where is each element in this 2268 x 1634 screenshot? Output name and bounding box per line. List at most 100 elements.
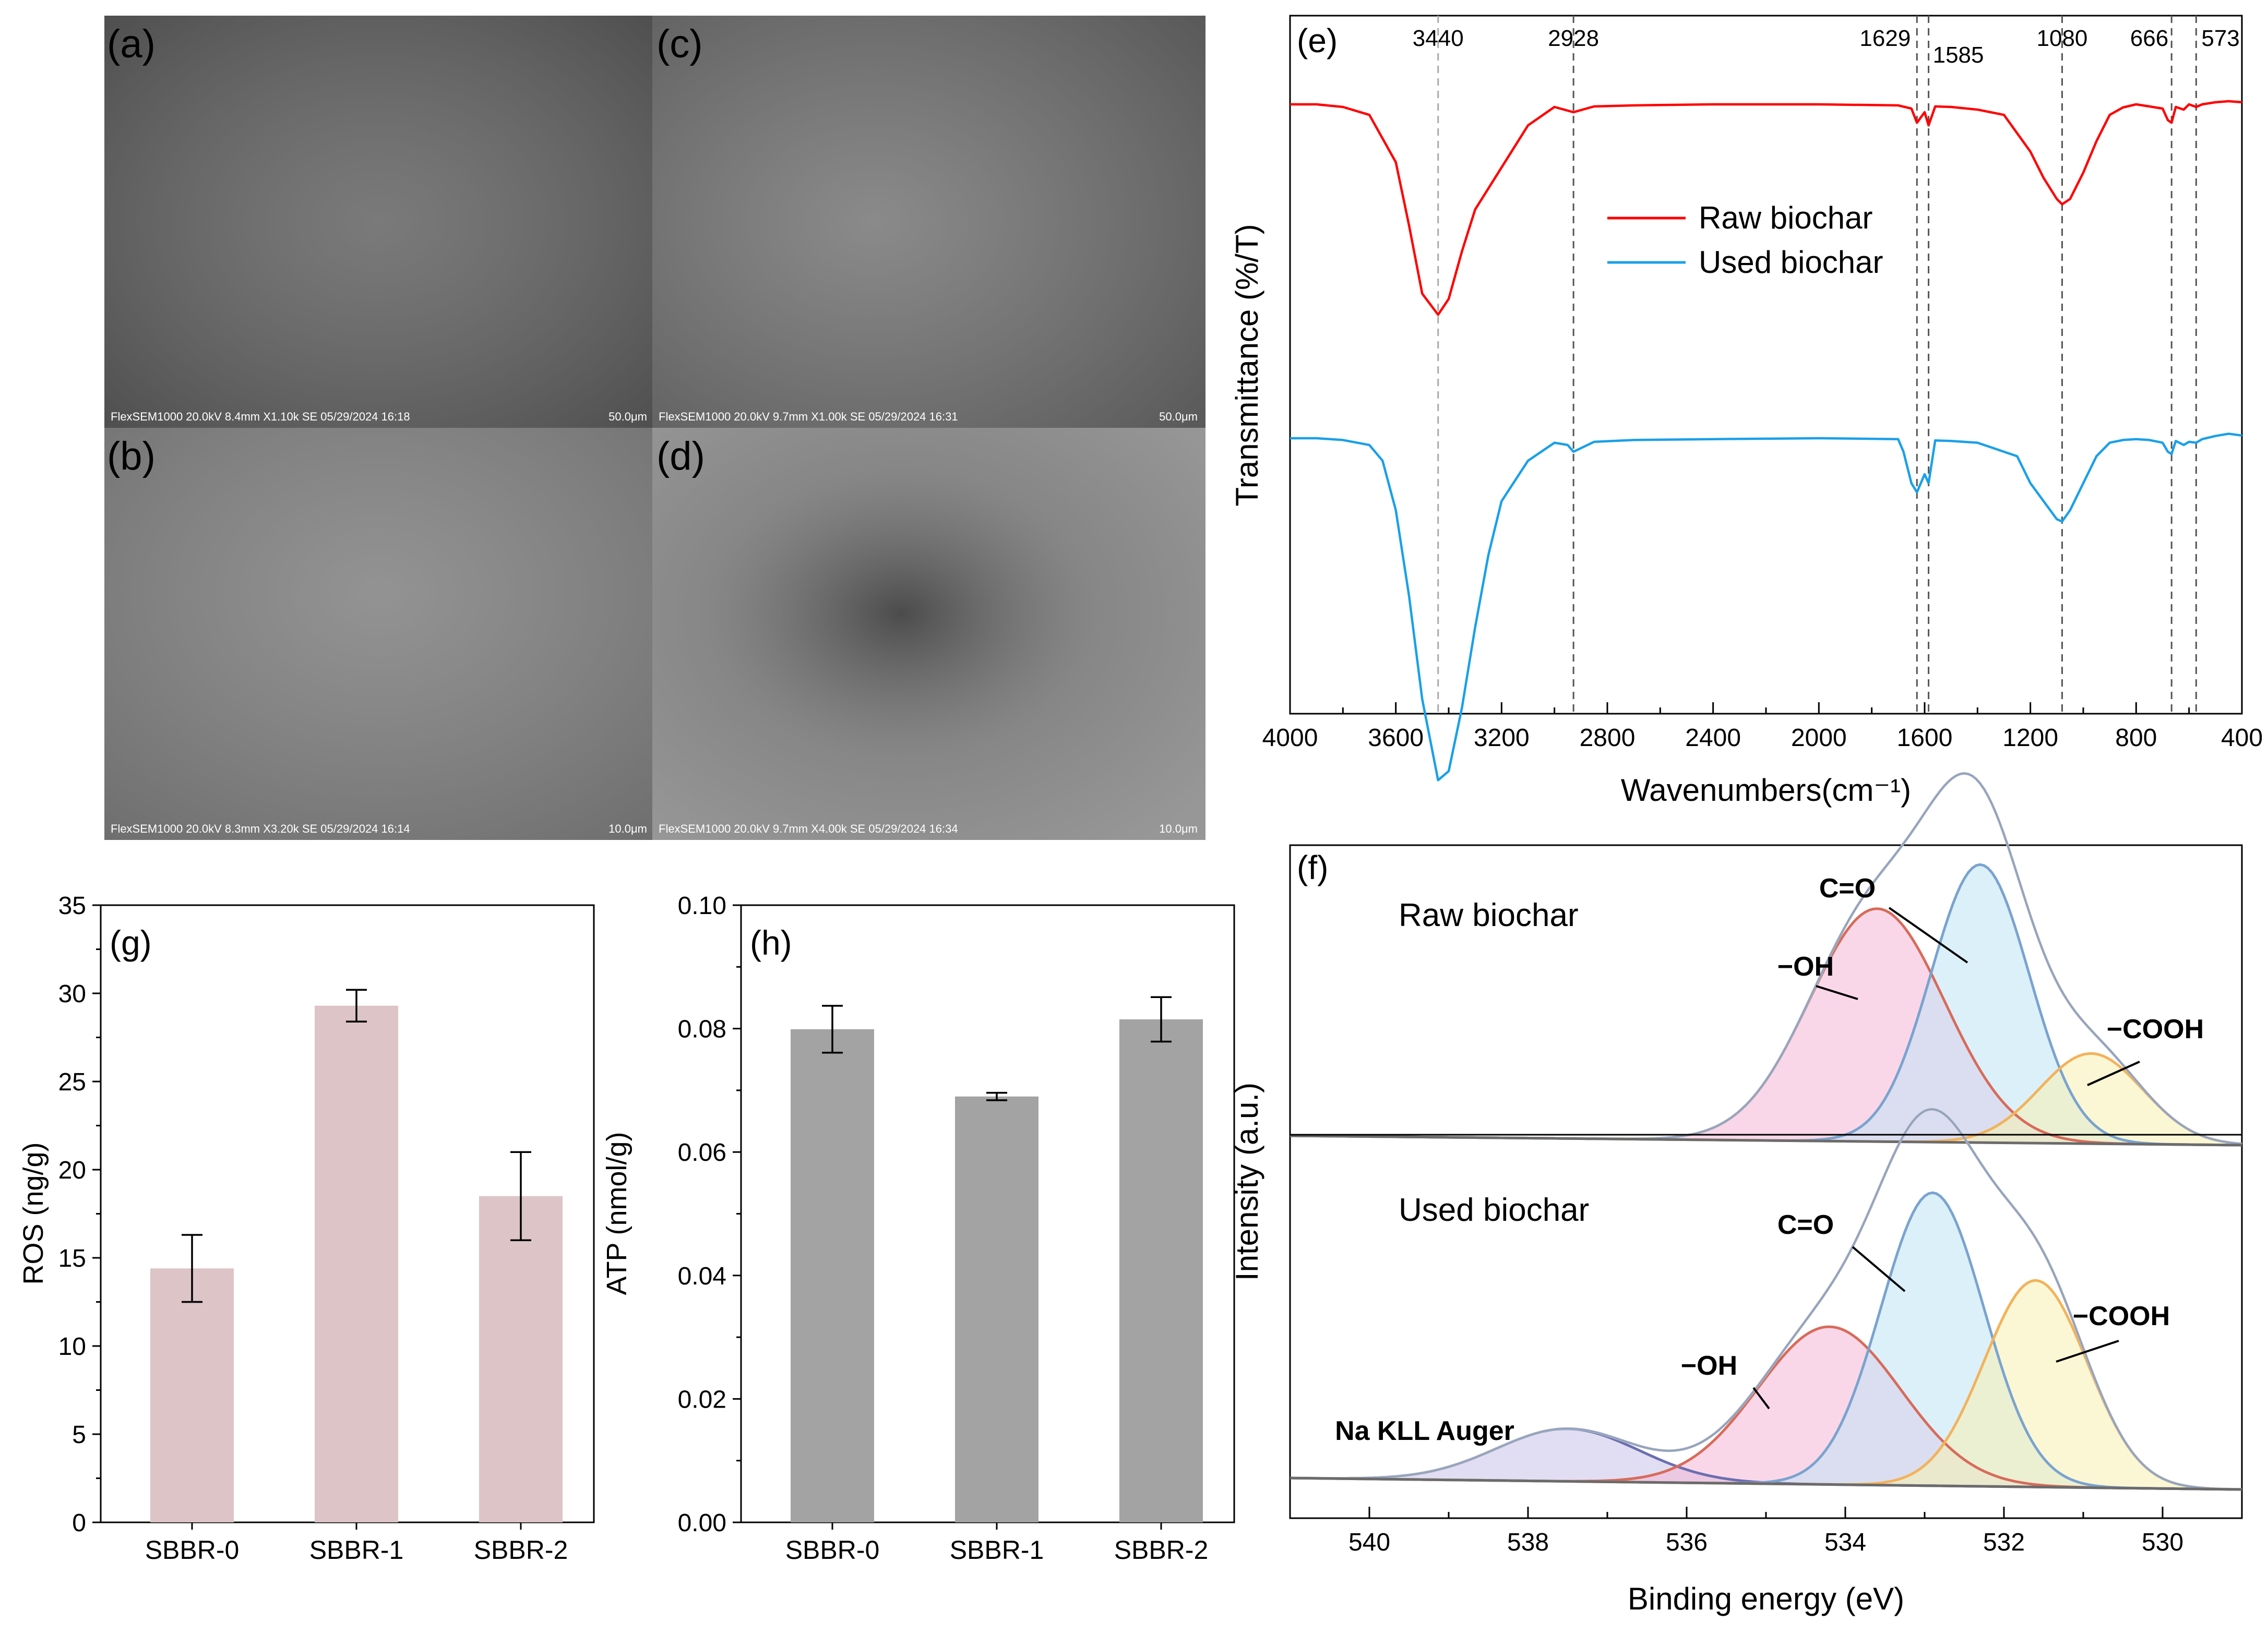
ftir-x-axis-label: Wavenumbers(cm⁻¹)	[1621, 773, 1911, 808]
peak-leader-line	[1816, 985, 1858, 1000]
x-tick-label: 4000	[1262, 724, 1318, 752]
peak-label: −OH	[1681, 1351, 1737, 1381]
peak-label: −OH	[1777, 952, 1834, 982]
x-tick-label: 400	[2221, 724, 2263, 752]
bar	[479, 1196, 563, 1522]
sem-info-a: FlexSEM1000 20.0kV 8.4mm X1.10k SE 05/29…	[111, 410, 410, 423]
peak-leader-line	[1852, 1246, 1906, 1292]
y-tick-label: 35	[58, 892, 86, 920]
sem-scale-b: 10.0μm	[608, 822, 647, 835]
bar	[150, 1268, 234, 1522]
xps-y-axis-label: Intensity (a.u.)	[1230, 1083, 1264, 1281]
y-tick-label: 15	[58, 1245, 86, 1272]
legend-label-used: Used biochar	[1699, 245, 1883, 280]
marker-label: 3440	[1413, 26, 1464, 51]
sem-scale-c: 50.0μm	[1159, 410, 1198, 423]
legend-label-raw: Raw biochar	[1699, 200, 1873, 235]
marker-label: 1585	[1933, 42, 1984, 68]
xps-subplot-title-raw: Raw biochar	[1399, 897, 1579, 933]
marker-label: 666	[2130, 26, 2168, 51]
category-label: SBBR-1	[950, 1535, 1044, 1565]
category-label: SBBR-0	[145, 1535, 240, 1565]
peak-label: −COOH	[2073, 1301, 2170, 1331]
category-label: SBBR-2	[1114, 1535, 1209, 1565]
marker-label: 1080	[2037, 26, 2088, 51]
sem-panel-d: (d) FlexSEM1000 20.0kV 9.7mm X4.00k SE 0…	[652, 428, 1205, 840]
xps-x-axis-label: Binding energy (eV)	[1628, 1581, 1904, 1616]
bar	[1119, 1019, 1203, 1522]
panel-label-f: (f)	[1297, 849, 1328, 886]
x-tick-label: 534	[1824, 1529, 1866, 1556]
series-line-used	[1290, 432, 2242, 782]
peak-fill	[1290, 1327, 2242, 1489]
y-tick-label: 10	[58, 1333, 86, 1361]
x-tick-label: 530	[2142, 1529, 2183, 1556]
x-tick-label: 532	[1983, 1529, 2025, 1556]
y-tick-label: 5	[72, 1421, 86, 1449]
atp-y-axis-label: ATP (nmol/g)	[601, 1132, 632, 1295]
peak-fill	[1290, 1428, 2242, 1489]
sem-scale-a: 50.0μm	[608, 410, 647, 423]
panel-label-a: (a)	[107, 22, 156, 66]
sem-info-d: FlexSEM1000 20.0kV 9.7mm X4.00k SE 05/29…	[659, 822, 958, 835]
sem-panel-c: (c) FlexSEM1000 20.0kV 9.7mm X1.00k SE 0…	[652, 16, 1205, 428]
marker-label: 573	[2201, 26, 2239, 51]
panel-label-e: (e)	[1297, 22, 1338, 59]
peak-label: −COOH	[2107, 1014, 2204, 1044]
category-label: SBBR-1	[309, 1535, 404, 1565]
x-tick-label: 2400	[1685, 724, 1741, 752]
sem-scale-d: 10.0μm	[1159, 822, 1198, 835]
y-tick-label: 25	[58, 1068, 86, 1096]
sem-info-b: FlexSEM1000 20.0kV 8.3mm X3.20k SE 05/29…	[111, 822, 410, 835]
bar	[315, 1005, 398, 1522]
x-tick-label: 1600	[1897, 724, 1953, 752]
panel-label-d: (d)	[656, 434, 705, 478]
category-label: SBBR-2	[474, 1535, 568, 1565]
panel-label-b: (b)	[107, 434, 156, 478]
peak-leader-line	[2087, 1061, 2140, 1086]
y-tick-label: 20	[58, 1157, 86, 1184]
sem-info-c: FlexSEM1000 20.0kV 9.7mm X1.00k SE 05/29…	[659, 410, 958, 423]
peak-leader-line	[2056, 1340, 2119, 1363]
peak-label: Na KLL Auger	[1335, 1416, 1514, 1446]
peak-fill	[1290, 864, 2242, 1145]
xps-subplot-title-used: Used biochar	[1399, 1192, 1589, 1228]
y-tick-label: 0.10	[678, 892, 726, 920]
marker-label: 1629	[1859, 26, 1911, 51]
xps-chart: 540 538 536 534 532 530 −OH C=O −COOH Na KLL Aug…	[1230, 772, 2243, 1616]
x-tick-label: 540	[1348, 1529, 1390, 1556]
x-tick-label: 536	[1666, 1529, 1708, 1556]
x-tick-label: 800	[2115, 724, 2157, 752]
peak-label: C=O	[1819, 873, 1876, 904]
x-tick-label: 3600	[1368, 724, 1424, 752]
fit-line	[1290, 1108, 2242, 1491]
y-tick-label: 0.08	[678, 1016, 726, 1043]
peak-leader-line	[1752, 1387, 1770, 1410]
category-label: SBBR-0	[785, 1535, 880, 1565]
peak-fill	[1290, 1280, 2242, 1489]
panel-label-h: (h)	[750, 923, 792, 962]
series-line-raw	[1290, 100, 2242, 316]
x-tick-label: 538	[1507, 1529, 1549, 1556]
y-tick-label: 0.04	[678, 1263, 726, 1290]
y-tick-label: 0.00	[678, 1509, 726, 1537]
ftir-y-axis-label: Transmittance (%/T)	[1230, 224, 1264, 506]
marker-label: 2928	[1548, 26, 1599, 51]
sem-panel-b: (b) FlexSEM1000 20.0kV 8.3mm X3.20k SE 0…	[104, 428, 652, 840]
x-tick-label: 2800	[1580, 724, 1636, 752]
x-tick-label: 1200	[2002, 724, 2058, 752]
peak-label: C=O	[1777, 1210, 1834, 1240]
ros-y-axis-label: ROS (ng/g)	[18, 1142, 49, 1284]
panel-label-c: (c)	[656, 22, 703, 66]
y-tick-label: 0.02	[678, 1386, 726, 1413]
peak-leader-line	[1888, 907, 1968, 964]
x-tick-label: 3200	[1474, 724, 1530, 752]
bar	[955, 1096, 1038, 1522]
peak-fill	[1290, 908, 2242, 1145]
bar	[791, 1029, 874, 1522]
ftir-chart: 3440 2928 1629 1585 1080 666 573 4000 3600 3200 2…	[1230, 15, 2263, 808]
sem-panel-a: (a) FlexSEM1000 20.0kV 8.4mm X1.10k SE 0…	[104, 16, 652, 428]
background-line	[1290, 1134, 2242, 1147]
